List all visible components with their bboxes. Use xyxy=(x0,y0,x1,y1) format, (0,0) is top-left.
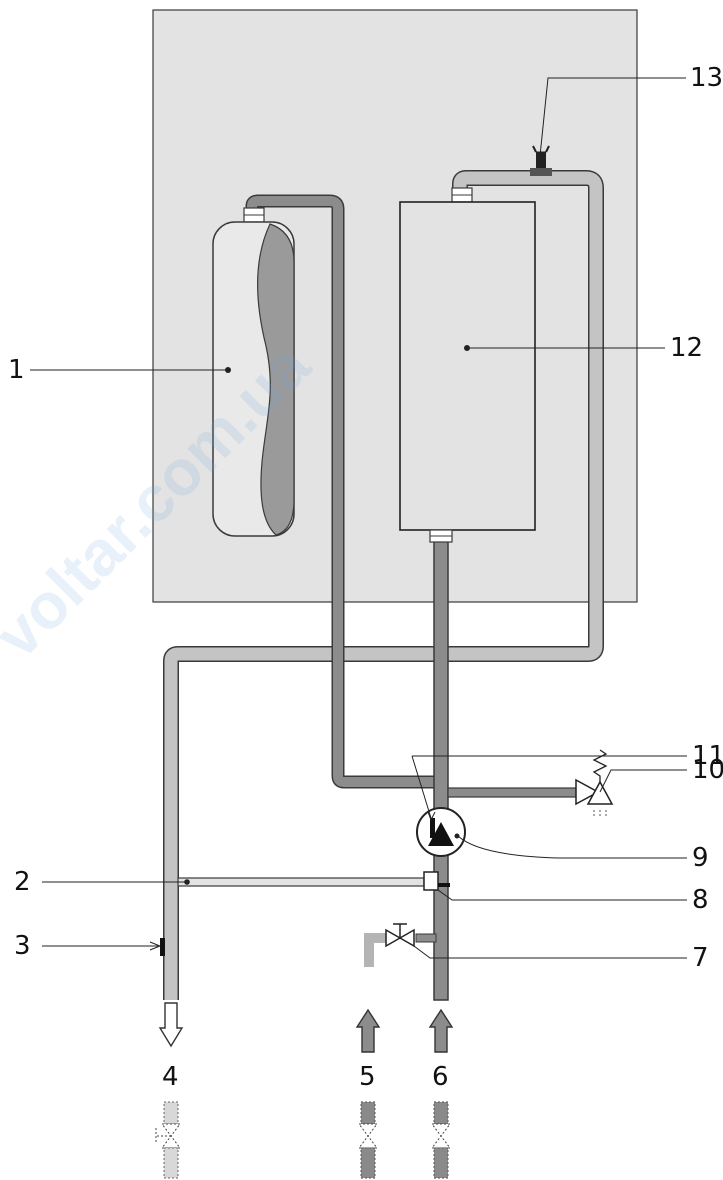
flow-arrow-icon xyxy=(355,1008,381,1053)
sensor-8-body xyxy=(423,871,439,891)
flow-arrow-icon xyxy=(428,1008,454,1053)
leader-lines xyxy=(30,77,687,959)
label-13: 13 xyxy=(690,65,723,91)
label-2: 2 xyxy=(14,867,31,897)
label-8: 8 xyxy=(692,885,709,915)
sensor-8-marker xyxy=(438,883,450,887)
label-1: 1 xyxy=(8,355,25,385)
label-11: 11 xyxy=(692,743,723,769)
label-6: 6 xyxy=(432,1062,449,1092)
label-5: 5 xyxy=(359,1062,376,1092)
pump-icon xyxy=(416,807,466,857)
label-3: 3 xyxy=(14,931,31,961)
shutoff-valve-icon xyxy=(358,1123,378,1149)
supply-pipe-dark xyxy=(433,539,449,1001)
connection-4-stub xyxy=(155,1101,181,1179)
safety-valve-icon xyxy=(575,749,614,818)
flow-arrow-icon xyxy=(158,1002,184,1048)
inlet-5-pipe xyxy=(364,933,386,967)
expansion-tank xyxy=(212,207,295,537)
label-12: 12 xyxy=(670,335,704,361)
label-4: 4 xyxy=(162,1062,179,1092)
connection-6-stub xyxy=(431,1101,451,1179)
shutoff-valve-icon xyxy=(431,1123,451,1149)
sensor-3-marker xyxy=(160,938,165,956)
safety-branch-pipe xyxy=(447,787,577,798)
heat-exchanger xyxy=(399,187,536,543)
sensor-11-marker xyxy=(430,818,435,838)
sensor-line xyxy=(177,877,425,887)
label-9: 9 xyxy=(692,843,709,873)
label-10: 10 xyxy=(692,757,723,783)
fill-valve-icon xyxy=(385,923,415,948)
label-7: 7 xyxy=(692,943,709,973)
connection-5-stub xyxy=(358,1101,378,1179)
inlet-7-stub xyxy=(415,933,437,943)
